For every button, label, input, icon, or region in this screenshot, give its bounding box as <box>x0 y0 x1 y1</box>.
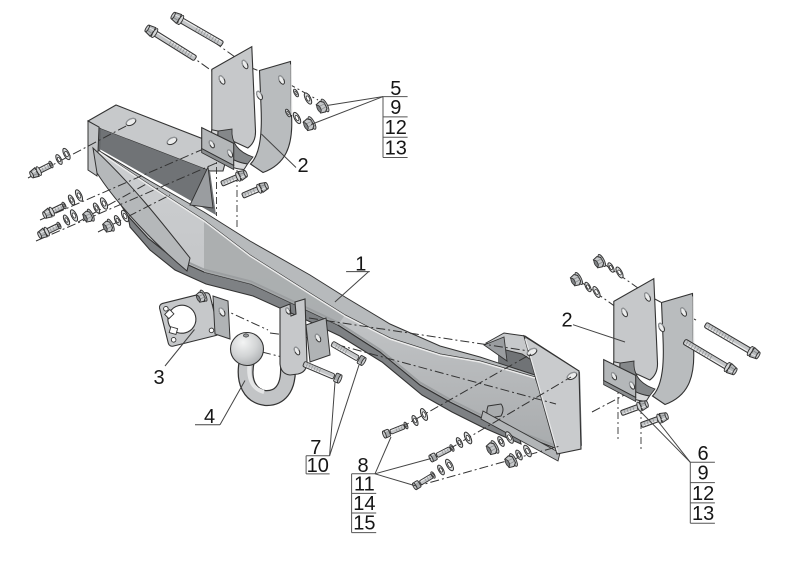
svg-text:9: 9 <box>390 97 401 119</box>
svg-text:10: 10 <box>307 455 329 477</box>
svg-text:2: 2 <box>561 310 572 332</box>
svg-text:3: 3 <box>153 367 164 389</box>
svg-text:13: 13 <box>385 138 407 160</box>
svg-text:15: 15 <box>353 513 375 535</box>
svg-text:13: 13 <box>692 503 714 525</box>
svg-text:8: 8 <box>357 455 368 477</box>
svg-text:5: 5 <box>390 78 401 100</box>
svg-text:4: 4 <box>204 406 215 428</box>
svg-text:9: 9 <box>698 463 709 485</box>
svg-text:2: 2 <box>297 155 308 177</box>
svg-text:12: 12 <box>692 483 714 505</box>
svg-text:12: 12 <box>385 117 407 139</box>
svg-text:11: 11 <box>354 473 375 495</box>
svg-text:14: 14 <box>353 493 375 515</box>
svg-text:1: 1 <box>355 254 366 276</box>
svg-text:7: 7 <box>310 437 321 459</box>
svg-text:6: 6 <box>697 443 708 465</box>
